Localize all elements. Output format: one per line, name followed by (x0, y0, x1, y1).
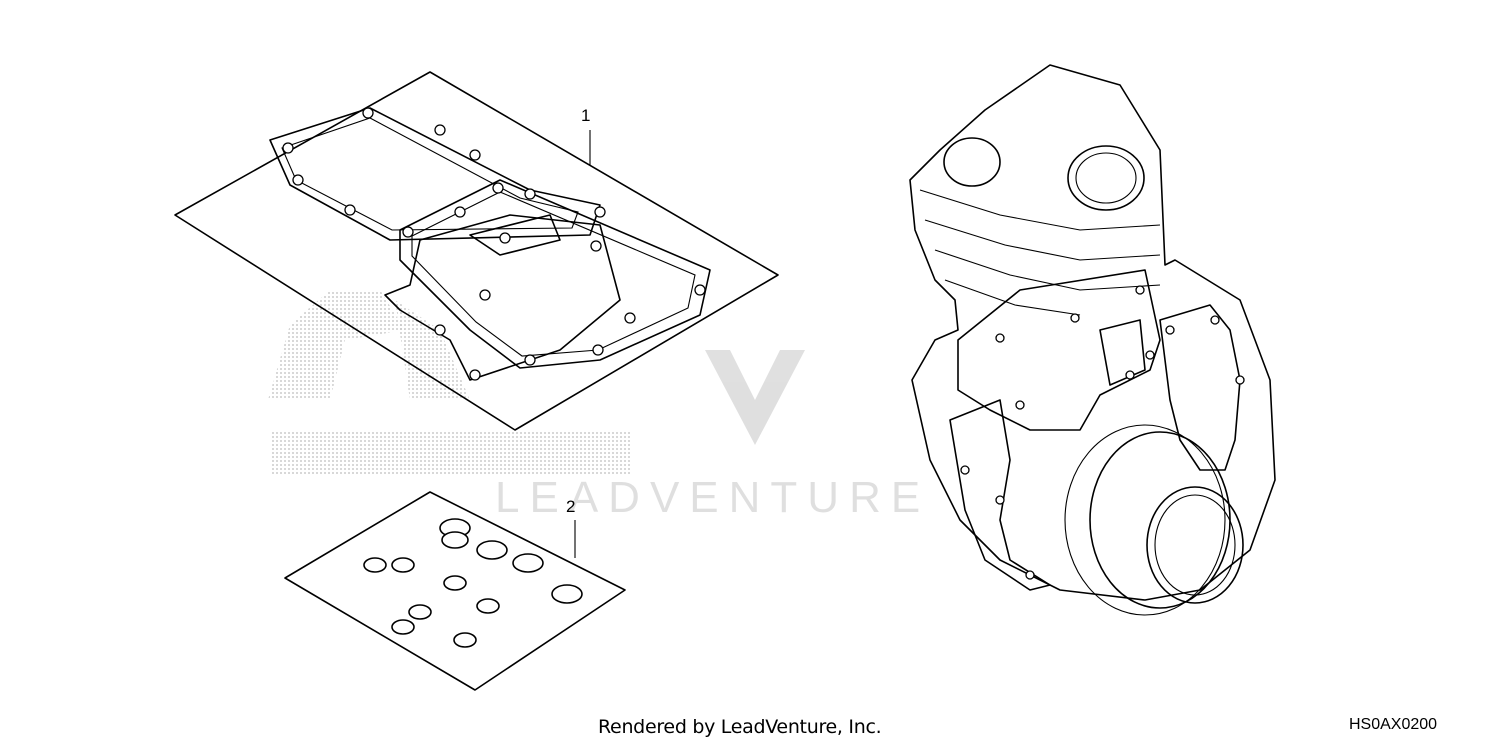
leadventure-logo-watermark: LEADVENTURE (495, 350, 930, 522)
engine-drawing (909, 64, 1276, 616)
callout-label-2[interactable]: 2 (566, 497, 576, 516)
callout-label-1[interactable]: 1 (581, 106, 591, 125)
svg-text:LEADVENTURE: LEADVENTURE (495, 473, 930, 522)
gasket-kit-1-drawing (174, 71, 779, 431)
diagram-code: HS0AX0200 (1349, 716, 1438, 733)
gasket-kit-2-drawing (284, 491, 626, 691)
rendered-by-footer: Rendered by LeadVenture, Inc. (598, 716, 882, 738)
honda-logo-watermark (268, 290, 632, 474)
